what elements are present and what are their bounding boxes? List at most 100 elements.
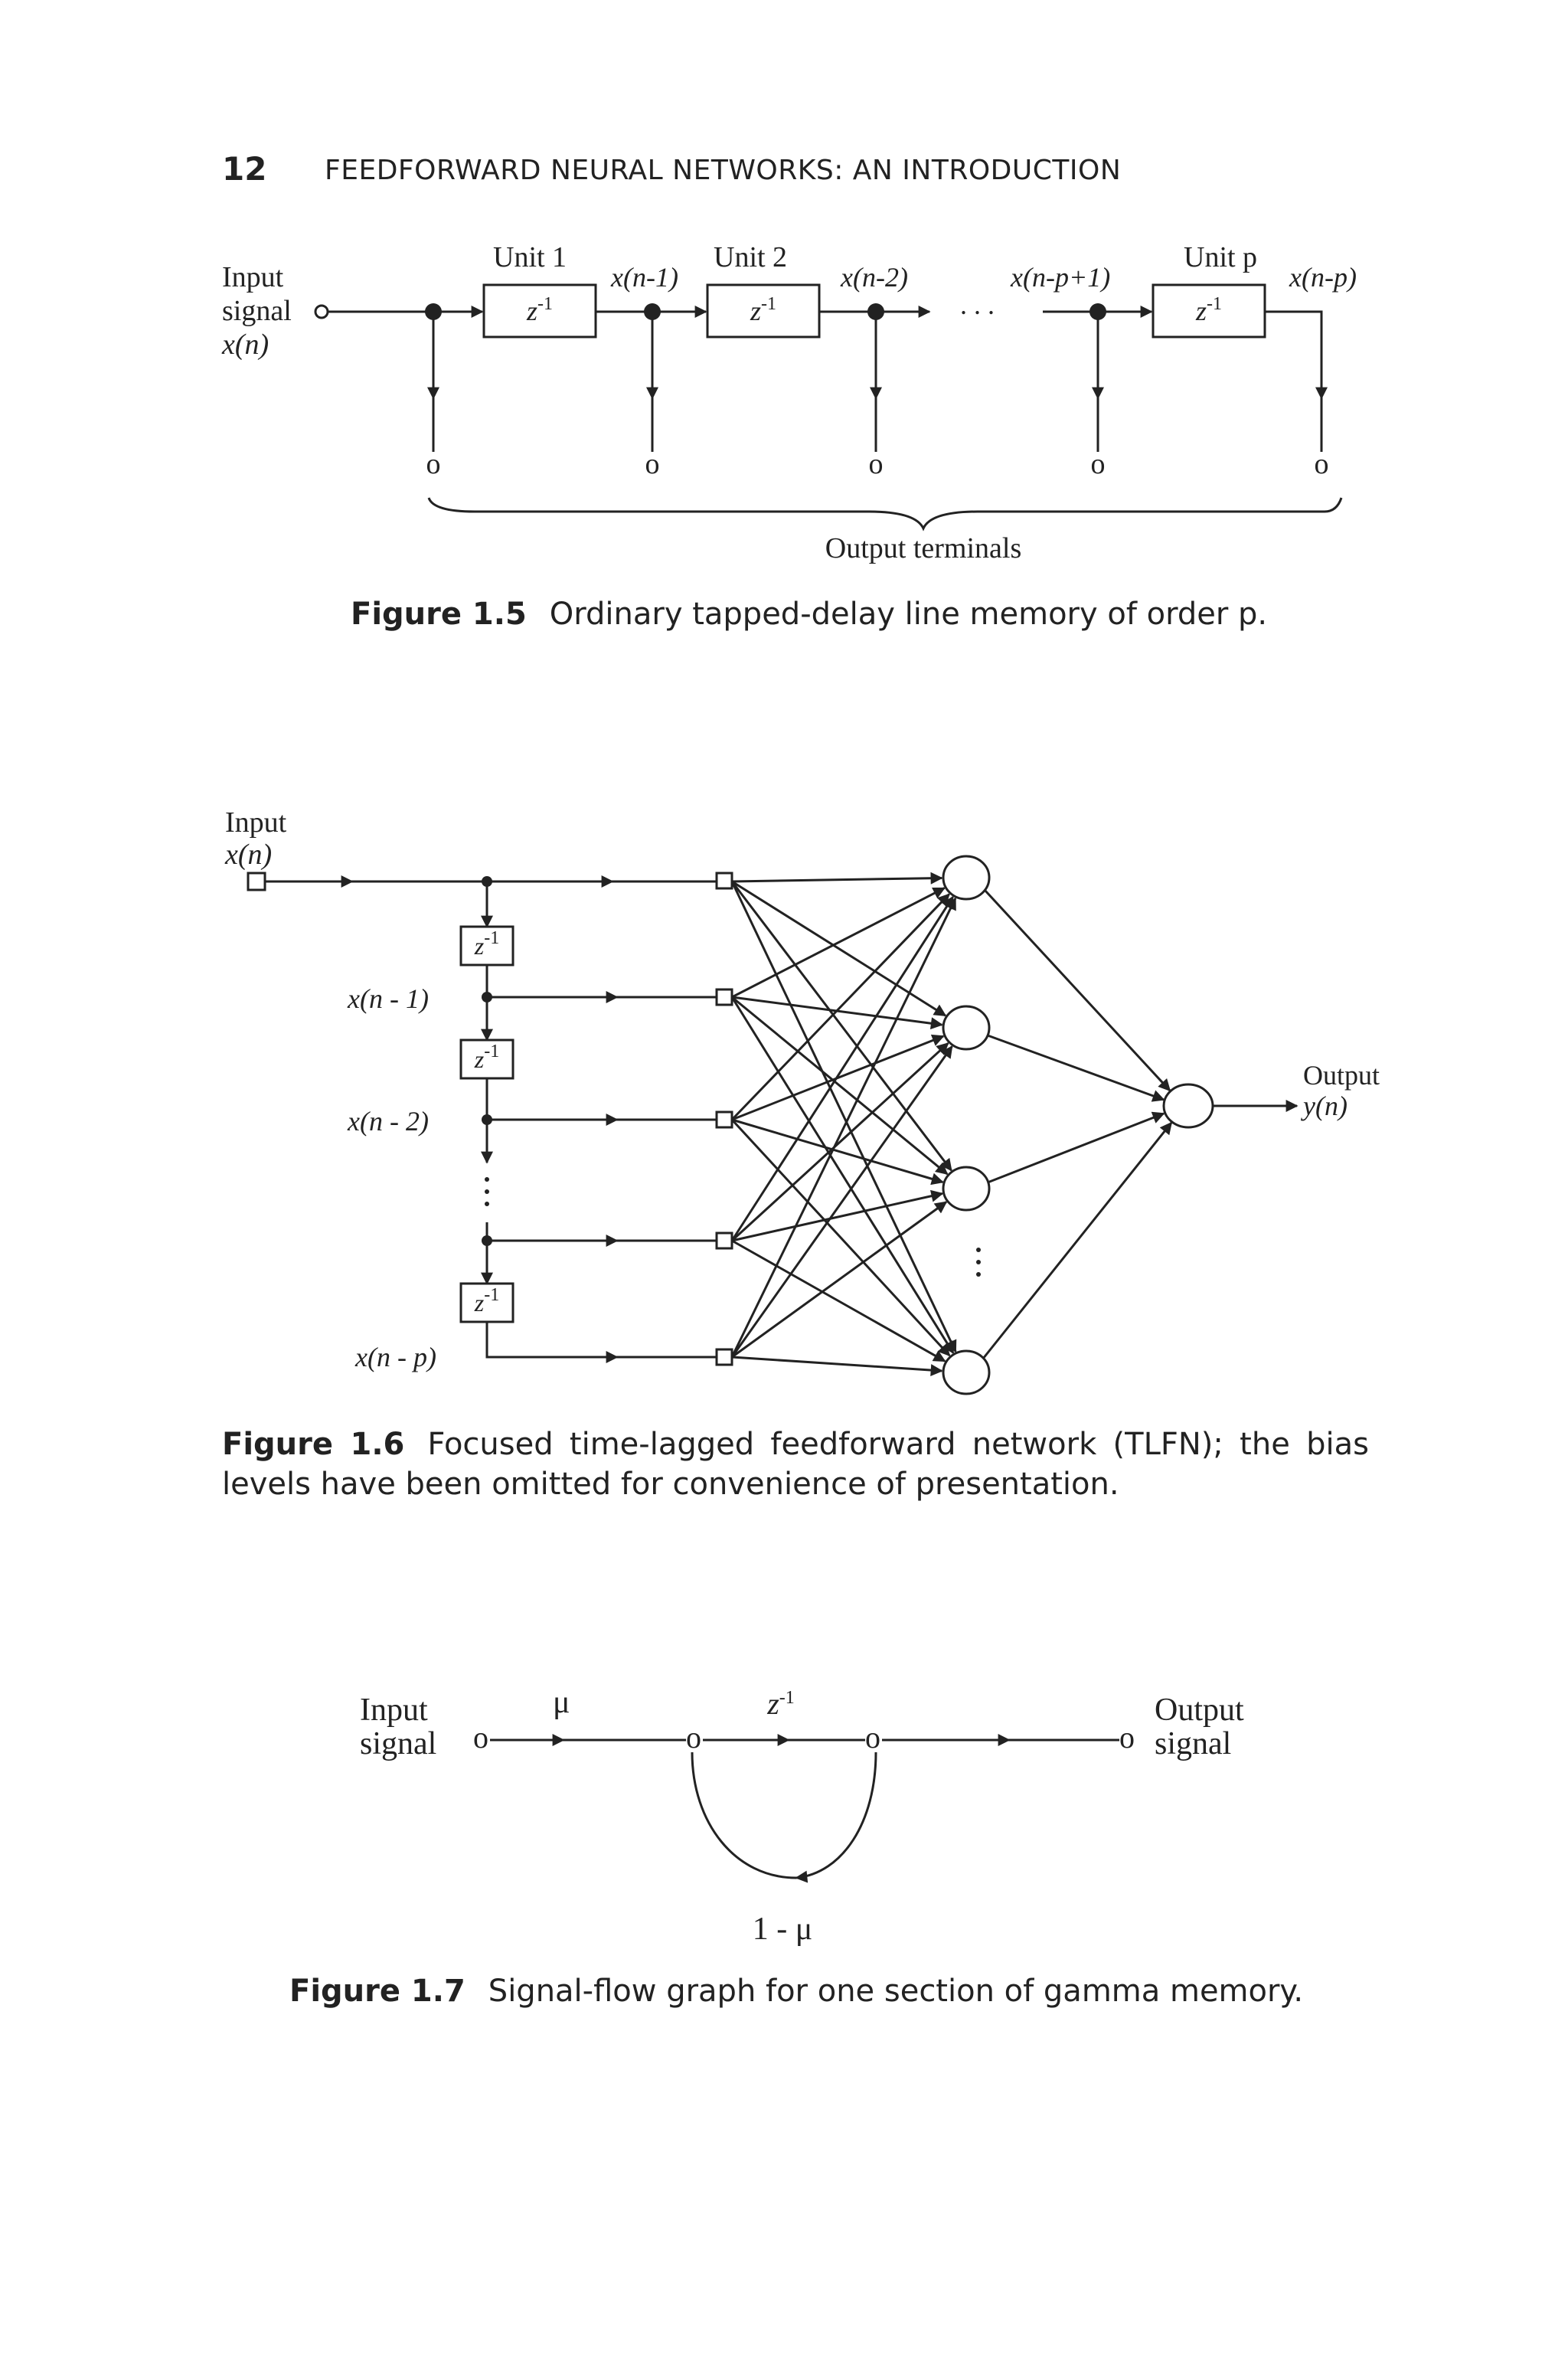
fig5-tap-3: x(n-p+1)	[1010, 262, 1110, 293]
fig5-brace-label: Output terminals	[825, 532, 1021, 564]
fig6-tap-3: x(n - p)	[354, 1342, 436, 1372]
fig5-input-label-3: x(n)	[221, 329, 269, 361]
fig6-caption-text: Focused time-lagged feedforward network …	[222, 1427, 1369, 1502]
fig7-output-label-2: signal	[1155, 1726, 1231, 1761]
fig5-unit-1-box	[482, 283, 597, 339]
fig5-unit-p-delay: z-1	[1195, 294, 1222, 326]
fig6-edge-4-1	[730, 1045, 953, 1358]
fig5-tap-1: x(n-1)	[610, 262, 678, 293]
fig6-branch-node-3	[482, 1235, 492, 1246]
figure-1-5-caption: Figure 1.5 Ordinary tapped-delay line mem…	[351, 594, 1423, 634]
fig6-edge-3-2	[731, 1189, 944, 1242]
fig5-unit-2-delay: z-1	[750, 294, 776, 326]
fig5-unit-1-delay: z-1	[526, 294, 553, 326]
fig6-edge-0-3	[730, 881, 957, 1353]
fig7-node-1: o	[686, 1720, 701, 1755]
fig5-terminal-0: o	[426, 448, 441, 480]
fig7-input-label-1: Input	[360, 1693, 428, 1728]
fig6-source-3	[715, 1231, 733, 1250]
fig6-out-edge-1	[983, 888, 1171, 1092]
fig6-edge-1-3	[730, 996, 955, 1354]
fig6-edge-4-0	[730, 897, 957, 1358]
fig7-delay-label: z-1	[766, 1686, 795, 1721]
fig6-delay-box-1	[459, 925, 514, 966]
fig6-vdot-3	[485, 1202, 489, 1206]
fig6-edge-2-0	[730, 893, 950, 1121]
fig5-input-terminal	[314, 304, 329, 319]
fig7-caption-label: Figure 1.7	[289, 1974, 466, 2009]
fig6-hidden-neuron-2	[942, 1005, 991, 1051]
fig7-output-node: o	[1119, 1720, 1135, 1755]
fig5-input-label-1: Input	[222, 261, 284, 293]
fig6-edge-1-1	[731, 996, 943, 1030]
fig6-hdot-2	[976, 1260, 981, 1264]
fig6-out-edge-4	[982, 1121, 1173, 1359]
fig6-hidden-neuron-1	[942, 855, 991, 901]
figure-1-5-diagram: Input signal x(n) Unit 1 z-1 x(n-1) Unit…	[221, 241, 1357, 564]
fig6-source-2	[715, 1110, 733, 1129]
fig6-tap-2: x(n - 2)	[347, 1106, 429, 1137]
fig6-delay-box-3	[459, 1282, 514, 1323]
fig6-source-0	[715, 872, 733, 890]
fig5-terminal-2: o	[869, 448, 884, 480]
fig6-hidden-connections	[730, 872, 957, 1377]
fig5-caption-label: Figure 1.5	[351, 597, 527, 632]
fig6-hdot-1	[976, 1248, 981, 1252]
fig6-hdot-3	[976, 1272, 981, 1277]
fig7-input-label-2: signal	[360, 1726, 436, 1761]
fig6-edge-1-2	[731, 996, 949, 1176]
fig5-unit-1-label: Unit 1	[493, 241, 567, 273]
fig6-edge-3-3	[731, 1239, 946, 1362]
fig6-edge-3-0	[730, 895, 954, 1241]
fig6-source-1	[715, 988, 733, 1006]
fig5-output-brace	[427, 497, 1343, 531]
fig6-edge-4-3	[731, 1356, 943, 1377]
fig6-tap-1: x(n - 1)	[347, 983, 429, 1014]
fig5-unit-p-box	[1152, 283, 1266, 339]
fig6-caption-label: Figure 1.6	[222, 1427, 405, 1462]
fig6-input-square	[247, 872, 266, 891]
fig5-last-line	[1265, 310, 1323, 397]
fig6-delay-2: z-1	[474, 1042, 499, 1073]
fig7-output-label-1: Output	[1155, 1693, 1244, 1728]
fig6-output-label-1: Output	[1303, 1060, 1380, 1091]
fig7-input-node: o	[473, 1720, 488, 1755]
fig6-vdot-2	[485, 1189, 489, 1194]
fig6-out-edge-2	[987, 1034, 1165, 1102]
fig7-mu-label: μ	[553, 1685, 570, 1720]
fig5-terminal-1: o	[645, 448, 660, 480]
fig6-edge-0-1	[731, 880, 947, 1017]
fig6-branch-node-0	[482, 876, 492, 887]
fig5-ellipsis: . . .	[960, 289, 995, 320]
fig6-chain-line-4	[485, 1322, 612, 1359]
fig6-edge-0-0	[731, 872, 943, 885]
fig7-feedback-label: 1 - μ	[753, 1912, 813, 1947]
fig7-feedback-line	[691, 1751, 797, 1879]
fig6-edge-3-1	[730, 1042, 949, 1242]
fig6-branch-node-1	[482, 992, 492, 1002]
fig6-input-label-1: Input	[225, 806, 287, 839]
fig5-input-label-2: signal	[222, 295, 292, 327]
fig6-delay-3: z-1	[474, 1285, 499, 1316]
fig5-terminal-4: o	[1315, 448, 1329, 480]
fig5-caption-text: Ordinary tapped-delay line memory of ord…	[549, 597, 1268, 632]
fig5-terminal-3: o	[1091, 448, 1106, 480]
fig6-branch-node-2	[482, 1114, 492, 1125]
fig6-edge-4-2	[731, 1201, 948, 1359]
fig5-tap-4: x(n-p)	[1289, 262, 1357, 293]
fig6-delay-1: z-1	[474, 928, 499, 960]
fig5-tap-2: x(n-2)	[840, 262, 908, 293]
fig7-node-2: o	[865, 1720, 880, 1755]
fig6-edge-0-2	[730, 881, 952, 1172]
fig6-edge-2-1	[731, 1034, 945, 1121]
fig6-output-label-2: y(n)	[1301, 1091, 1348, 1121]
fig6-input-label-2: x(n)	[224, 839, 272, 871]
fig7-feedback-arrow	[795, 1751, 877, 1883]
fig6-delay-box-2	[459, 1038, 514, 1080]
fig6-hidden-neuron-3	[942, 1166, 991, 1212]
fig6-edge-2-3	[730, 1118, 951, 1357]
fig5-unit-p-label: Unit p	[1184, 241, 1257, 273]
